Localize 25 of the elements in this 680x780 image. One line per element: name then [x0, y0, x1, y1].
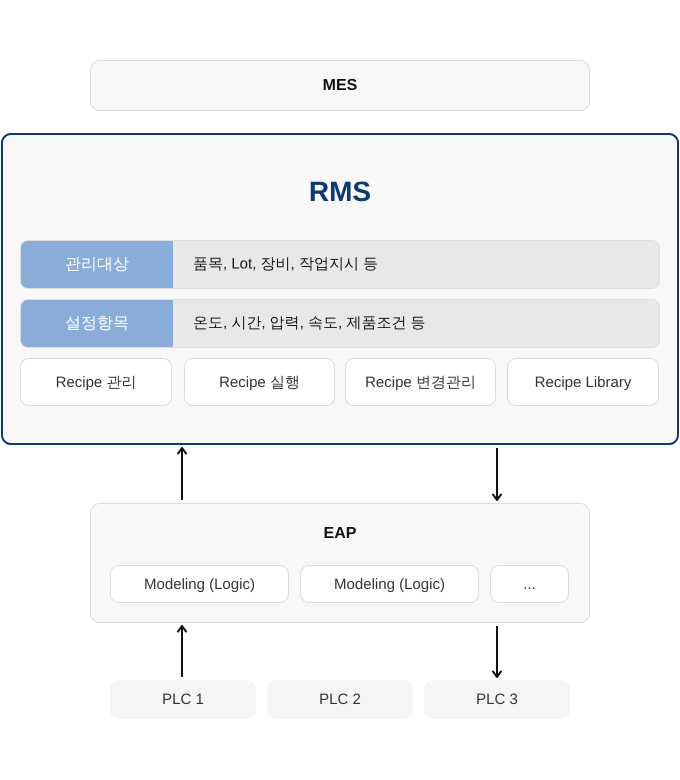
device-box: PLC 1 — [110, 680, 256, 719]
info-row — [20, 240, 660, 289]
arrow — [492, 626, 502, 678]
module-box: Modeling (Logic) — [300, 565, 479, 603]
item-list: 온도, 시간, 압력, 속도, 제품조건 등 — [193, 314, 426, 333]
system-box: MES — [90, 60, 590, 111]
arrow — [177, 625, 187, 677]
function-box: Recipe 실행 — [184, 358, 335, 406]
system-panel — [1, 133, 679, 445]
device-box: PLC 2 — [267, 680, 413, 719]
function-box: Recipe Library — [507, 358, 659, 406]
info-row — [20, 299, 660, 348]
function-box: Recipe 관리 — [20, 358, 172, 406]
category-label: 관리대상 — [21, 241, 173, 288]
system-box — [90, 503, 590, 623]
device-box: PLC 3 — [424, 680, 570, 719]
module-box: Modeling (Logic) — [110, 565, 289, 603]
box-title: EAP — [324, 524, 356, 544]
arrow — [177, 447, 187, 500]
item-list: 품목, Lot, 장비, 작업지시 등 — [193, 255, 378, 274]
module-box: ... — [490, 565, 569, 603]
function-box: Recipe 변경관리 — [345, 358, 496, 406]
panel-title: RMS — [308, 175, 372, 209]
category-label: 설정항목 — [21, 300, 173, 347]
arrow — [492, 448, 502, 501]
